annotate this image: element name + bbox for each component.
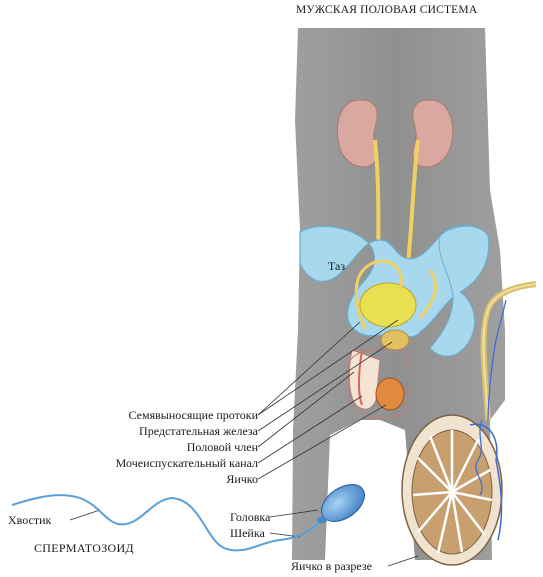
head-label: Головка — [230, 510, 271, 524]
urethra-label: Мочеиспускательный канал — [115, 456, 258, 470]
penis-label: Половой член — [186, 440, 258, 454]
bladder — [359, 282, 417, 328]
prostate-label: Предстательная железа — [139, 424, 258, 438]
testis — [375, 377, 405, 411]
vas-deferens-label: Семявыносящие протоки — [128, 408, 258, 422]
scrotum — [347, 348, 411, 419]
testis-section — [401, 299, 507, 566]
prostate — [380, 329, 410, 351]
vas-deferens-right — [418, 269, 437, 319]
right-kidney — [412, 99, 454, 168]
spermatozoon — [11, 484, 365, 552]
leader-lines — [69, 319, 419, 567]
spermatozoon-label: СПЕРМАТОЗОИД — [34, 541, 134, 555]
urethra — [358, 349, 363, 406]
pelvis-label: Таз — [328, 259, 346, 273]
testis-section-label: Яичко в разрезе — [291, 559, 372, 573]
pelvis-right-wing — [429, 225, 490, 357]
testis-label: Яичко — [226, 472, 258, 486]
tail-label: Хвостик — [8, 513, 52, 527]
vas-deferens-left — [354, 259, 403, 331]
neck-label: Шейка — [230, 526, 265, 540]
diagram-title: МУЖСКАЯ ПОЛОВАЯ СИСТЕМА — [296, 4, 478, 16]
penis — [348, 349, 381, 410]
